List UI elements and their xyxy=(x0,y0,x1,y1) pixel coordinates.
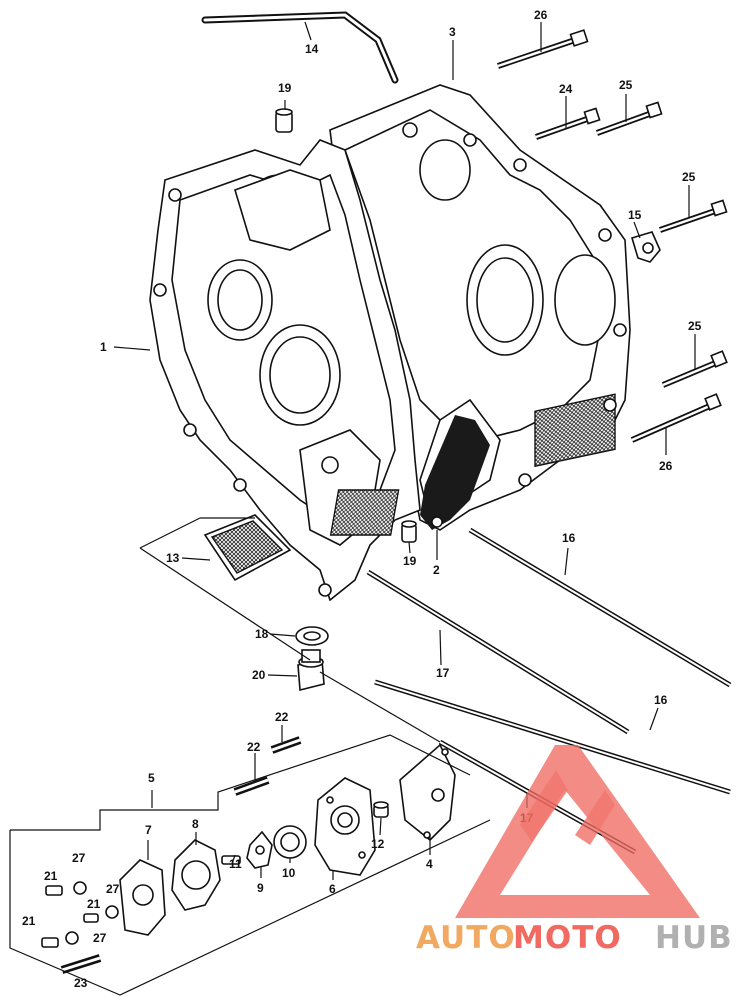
pump-cover-part-7 xyxy=(119,859,166,936)
rotor-part-10 xyxy=(273,825,307,859)
oil-pump-body-part-6 xyxy=(314,777,376,876)
strainer-group-outline xyxy=(139,517,311,661)
watermark-text-moto: MOTO xyxy=(513,920,622,956)
gasket-part-2 xyxy=(420,415,490,530)
bolt-part-22-b xyxy=(233,776,270,796)
pump-group-outline xyxy=(9,734,491,996)
washer-part-27-a xyxy=(73,881,87,895)
label-part-11: 11 xyxy=(229,857,242,871)
leader-lines xyxy=(113,21,696,880)
label-part-27-b: 27 xyxy=(106,882,120,896)
drain-plug-guide xyxy=(319,671,441,743)
label-part-21-c: 21 xyxy=(22,914,36,928)
stud-part-16-lower xyxy=(374,679,731,795)
inner-rotor-part-9 xyxy=(246,830,273,869)
label-part-27-a: 27 xyxy=(72,851,86,865)
label-part-17-upper: 17 xyxy=(436,666,450,680)
bolt-part-25-top xyxy=(595,101,663,136)
label-part-19-top: 19 xyxy=(278,81,292,95)
stud-part-17-upper xyxy=(366,569,630,735)
washer-part-27-b xyxy=(105,905,119,919)
label-part-25-middle: 25 xyxy=(682,170,696,184)
bolt-part-24 xyxy=(535,107,601,140)
label-part-3: 3 xyxy=(449,25,456,39)
crankcase-left-half xyxy=(149,139,421,602)
label-part-13: 13 xyxy=(166,551,180,565)
part-number-labels: 1 2 3 4 5 6 7 8 9 10 11 12 13 14 15 16 1… xyxy=(22,8,702,990)
bolt-part-25-lower xyxy=(661,350,728,388)
label-part-21-b: 21 xyxy=(87,897,101,911)
dowel-pin-part-19-top xyxy=(275,108,293,133)
washer-part-18 xyxy=(295,626,329,646)
label-part-26-top: 26 xyxy=(534,8,548,22)
watermark-text-auto: AUTO xyxy=(416,920,516,956)
label-part-25-lower: 25 xyxy=(688,319,702,333)
label-part-19-bottom: 19 xyxy=(403,554,417,568)
screw-part-21-a xyxy=(45,885,63,896)
label-part-10: 10 xyxy=(282,866,296,880)
label-part-16-lower: 16 xyxy=(654,693,668,707)
label-part-22-a: 22 xyxy=(275,710,289,724)
label-part-22-b: 22 xyxy=(247,740,261,754)
label-part-27-c: 27 xyxy=(93,931,107,945)
breather-tube-part-14 xyxy=(201,11,399,84)
label-part-9: 9 xyxy=(257,881,264,895)
watermark-text-hub: HUB xyxy=(655,920,733,956)
label-part-4: 4 xyxy=(426,857,433,871)
bolt-part-26-lower xyxy=(630,393,722,443)
clamp-part-15 xyxy=(631,231,661,263)
label-part-18: 18 xyxy=(255,627,269,641)
label-part-1: 1 xyxy=(100,340,107,354)
bolt-part-25-middle xyxy=(659,199,728,233)
bolt-part-26-top xyxy=(497,29,589,69)
pin-part-12 xyxy=(373,801,389,818)
label-part-7: 7 xyxy=(145,823,152,837)
label-part-12: 12 xyxy=(371,837,385,851)
label-part-14: 14 xyxy=(305,42,319,56)
watermark-triangle-icon xyxy=(455,745,700,918)
drain-plug-part-20 xyxy=(297,649,325,692)
label-part-24: 24 xyxy=(559,82,573,96)
label-part-2: 2 xyxy=(433,563,440,577)
screw-part-21-b xyxy=(83,913,99,923)
gasket-part-4 xyxy=(399,743,456,842)
dowel-pin-part-19-bottom xyxy=(401,520,417,543)
watermark-logo: AUTO MOTO HUB xyxy=(416,745,733,956)
label-part-23: 23 xyxy=(74,976,88,990)
bolt-part-23 xyxy=(60,954,102,974)
o-ring-gasket-part-8 xyxy=(171,839,221,911)
pin-part-11 xyxy=(221,855,241,865)
label-part-15: 15 xyxy=(628,208,642,222)
washer-part-27-c xyxy=(65,931,79,945)
label-part-20: 20 xyxy=(252,668,266,682)
screw-part-21-c xyxy=(41,937,59,948)
label-part-8: 8 xyxy=(192,817,199,831)
label-part-16-upper: 16 xyxy=(562,531,576,545)
label-part-6: 6 xyxy=(329,882,336,896)
stud-part-16-upper xyxy=(468,527,732,688)
bolt-part-22-a xyxy=(270,736,302,754)
label-part-21-a: 21 xyxy=(44,869,58,883)
label-part-25-top: 25 xyxy=(619,78,633,92)
label-part-5: 5 xyxy=(148,771,155,785)
label-part-26-lower: 26 xyxy=(659,459,673,473)
oil-strainer-screen-part-13 xyxy=(203,514,292,582)
